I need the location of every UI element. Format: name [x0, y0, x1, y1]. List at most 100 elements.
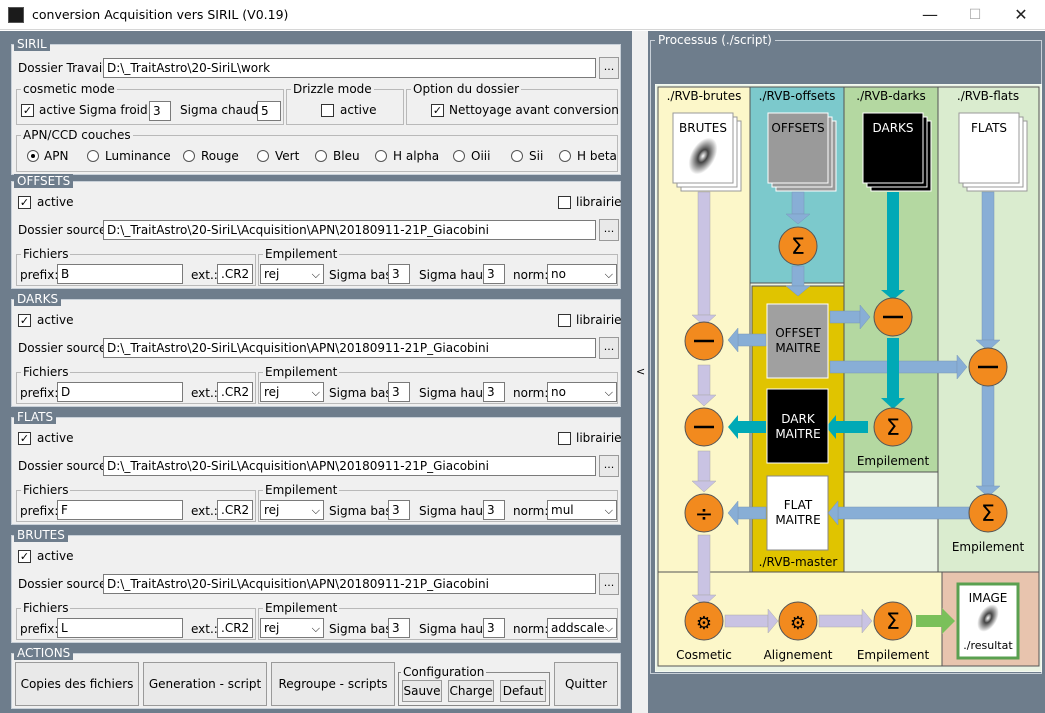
- teal-arrows: [728, 192, 905, 439]
- flats-source-input[interactable]: D:\_TraitAstro\20-SiriL\Acquisition\APN\…: [103, 456, 596, 476]
- brutes-active-checkbox[interactable]: ✓: [18, 550, 31, 563]
- offsets-norm-select[interactable]: no⌵: [547, 264, 617, 284]
- sigma-froid-input[interactable]: 3: [149, 101, 171, 121]
- darks-librairie-checkbox[interactable]: [558, 314, 571, 327]
- dossier-travail-browse-button[interactable]: ...: [599, 57, 619, 79]
- darks-source-label: Dossier source :: [18, 341, 115, 355]
- radio-sii[interactable]: [511, 150, 523, 162]
- brutes-norm-label: norm:: [513, 622, 549, 636]
- radio-sii-label: Sii: [529, 149, 544, 163]
- brutes-source-input[interactable]: D:\_TraitAstro\20-SiriL\Acquisition\APN\…: [103, 574, 596, 594]
- flat-maitre-line2: MAITRE: [775, 513, 820, 527]
- drizzle-active-checkbox[interactable]: [321, 104, 334, 117]
- defaut-button[interactable]: Defaut: [500, 680, 546, 702]
- darks-prefix-input[interactable]: D: [57, 382, 183, 402]
- offsets-prefix-input[interactable]: B: [57, 264, 183, 284]
- radio-bleu[interactable]: [315, 150, 327, 162]
- brutes-ext-input[interactable]: .CR2: [217, 618, 253, 638]
- flats-active-checkbox[interactable]: ✓: [18, 432, 31, 445]
- flats-norm-select[interactable]: mul⌵: [547, 500, 617, 520]
- brutes-sigma-haut-input[interactable]: 3: [483, 618, 505, 638]
- flats-sigma-haut-input[interactable]: 3: [483, 500, 505, 520]
- cosmetic-group: cosmetic mode ✓ active Sigma froid: 3 Si…: [16, 82, 284, 125]
- brutes-sigma-bas-label: Sigma bas: [329, 622, 392, 636]
- quitter-button[interactable]: Quitter: [554, 662, 618, 706]
- darks-sigma-bas-input[interactable]: 3: [388, 382, 410, 402]
- copies-fichiers-button[interactable]: Copies des fichiers: [15, 662, 139, 706]
- lavender-arrows: [691, 191, 873, 634]
- configuration-group: Configuration Sauve Charge Defaut: [398, 665, 550, 706]
- drizzle-group: Drizzle mode active: [286, 82, 404, 125]
- sigma-chaud-label: Sigma chaud:: [180, 103, 263, 117]
- darks-frame: DARKS ✓ active librairie Dossier source …: [11, 292, 622, 407]
- flats-prefix-input[interactable]: F: [57, 500, 183, 520]
- darks-source-input[interactable]: D:\_TraitAstro\20-SiriL\Acquisition\APN\…: [103, 338, 596, 358]
- dossier-travail-input[interactable]: D:\_TraitAstro\20-SiriL\work: [103, 58, 596, 78]
- sum-icon: [873, 407, 913, 447]
- galaxy-icon: [977, 604, 999, 632]
- flats-sigma-bas-input[interactable]: 3: [388, 500, 410, 520]
- minimize-button[interactable]: —: [922, 5, 938, 24]
- sauve-button[interactable]: Sauve: [402, 680, 442, 702]
- darks-fichiers-group: Fichiers prefix: D ext.: .CR2: [16, 365, 256, 404]
- offsets-method-select[interactable]: rej⌵: [260, 264, 324, 284]
- offsets-ext-input[interactable]: .CR2: [217, 264, 253, 284]
- darks-sigma-haut-input[interactable]: 3: [483, 382, 505, 402]
- offsets-active-checkbox[interactable]: ✓: [18, 196, 31, 209]
- maximize-button[interactable]: ☐: [968, 7, 982, 23]
- gear-symbol: ⚙: [696, 613, 712, 634]
- radio-hbeta[interactable]: [559, 150, 571, 162]
- darks-librairie-label: librairie: [576, 313, 622, 327]
- radio-luminance[interactable]: [87, 150, 99, 162]
- offsets-frame: OFFSETS ✓ active librairie Dossier sourc…: [11, 174, 622, 289]
- darks-prefix-label: prefix:: [20, 386, 59, 400]
- darks-ext-input[interactable]: .CR2: [217, 382, 253, 402]
- offsets-norm-label: norm:: [513, 268, 549, 282]
- resultat-label: ./resultat: [963, 639, 1013, 652]
- brutes-sigma-bas-input[interactable]: 3: [388, 618, 410, 638]
- offsets-sigma-bas-input[interactable]: 3: [388, 264, 410, 284]
- radio-halpha[interactable]: [375, 150, 387, 162]
- offsets-source-input[interactable]: D:\_TraitAstro\20-SiriL\Acquisition\APN\…: [103, 220, 596, 240]
- brutes-prefix-input[interactable]: L: [57, 618, 183, 638]
- sigma-chaud-input[interactable]: 5: [257, 101, 281, 121]
- offsets-sigma-haut-input[interactable]: 3: [483, 264, 505, 284]
- dark-maitre-line2: MAITRE: [775, 427, 820, 441]
- offsets-sigma-haut-label: Sigma haut: [419, 268, 488, 282]
- close-button[interactable]: ✕: [1014, 5, 1028, 24]
- title-bar: conversion Acquisition vers SIRIL (V0.19…: [0, 0, 1045, 30]
- darks-method-select[interactable]: rej⌵: [260, 382, 324, 402]
- cosmetic-active-checkbox[interactable]: ✓: [21, 104, 34, 117]
- darks-browse-button[interactable]: ...: [599, 337, 619, 359]
- panel-splitter[interactable]: <: [632, 31, 648, 713]
- regroupe-scripts-button[interactable]: Regroupe - scripts: [271, 662, 395, 706]
- darks-norm-select[interactable]: no⌵: [547, 382, 617, 402]
- brutes-browse-button[interactable]: ...: [599, 573, 619, 595]
- offsets-browse-button[interactable]: ...: [599, 219, 619, 241]
- brutes-method-select[interactable]: rej⌵: [260, 618, 324, 638]
- brutes-norm-select[interactable]: addscale⌵: [547, 618, 617, 638]
- sum-symbol: Σ: [886, 416, 900, 441]
- flat-maitre-box: [766, 475, 829, 551]
- charge-button[interactable]: Charge: [448, 680, 494, 702]
- flats-method-select[interactable]: rej⌵: [260, 500, 324, 520]
- cosmetic-label: Cosmetic: [676, 648, 732, 662]
- radio-vert[interactable]: [257, 150, 269, 162]
- radio-apn[interactable]: [27, 150, 39, 162]
- darks-active-checkbox[interactable]: ✓: [18, 314, 31, 327]
- dir-flats-label: ./RVB-flats: [957, 89, 1019, 103]
- generation-script-button[interactable]: Generation - script: [143, 662, 267, 706]
- flats-norm-value: mul: [551, 503, 574, 517]
- radio-oiii[interactable]: [453, 150, 465, 162]
- offsets-active-label: active: [37, 195, 74, 209]
- flats-browse-button[interactable]: ...: [599, 455, 619, 477]
- actions-frame: ACTIONS Copies des fichiers Generation -…: [11, 646, 621, 709]
- process-diagram: ./RVB-brutes ./RVB-offsets ./RVB-darks .…: [655, 84, 1042, 672]
- radio-rouge[interactable]: [183, 150, 195, 162]
- offsets-librairie-checkbox[interactable]: [558, 196, 571, 209]
- collapse-arrow-icon[interactable]: <: [636, 365, 646, 378]
- flats-empilement-title: Empilement: [263, 483, 340, 497]
- nettoyage-checkbox[interactable]: ✓: [431, 104, 444, 117]
- flats-ext-input[interactable]: .CR2: [217, 500, 253, 520]
- flats-librairie-checkbox[interactable]: [558, 432, 571, 445]
